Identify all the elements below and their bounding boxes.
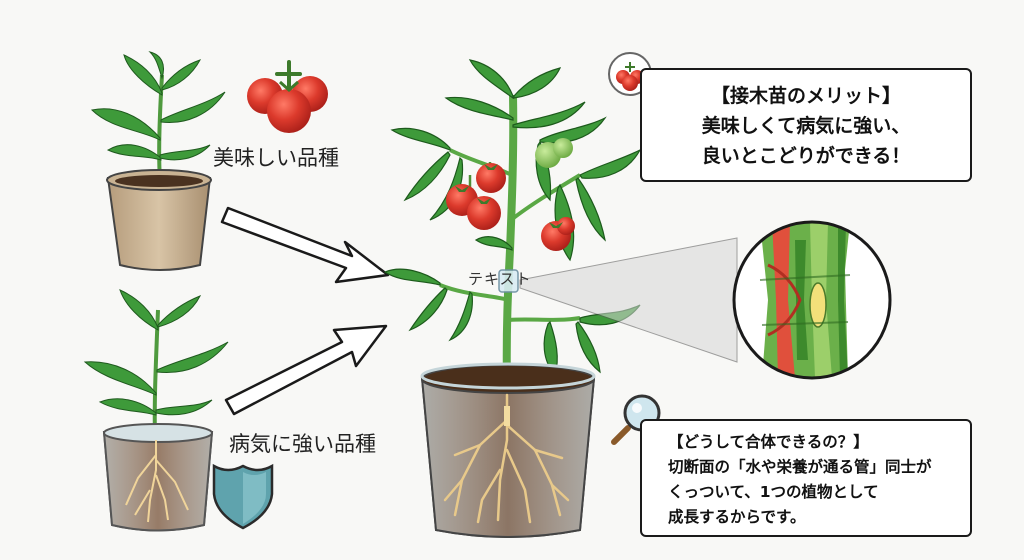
shield-icon [212,463,274,530]
explanation-line-3: 成長するからです。 [668,508,806,526]
merit-title: 【接木苗のメリット】 [710,85,901,107]
arrow-from-strong [224,324,388,416]
explanation-callout: 【どうして合体できるの？】 切断面の「水や栄養が通る管」同士が くっついて、1つ… [640,419,972,537]
explanation-line-2: くっついて、1つの植物として [668,483,879,501]
explanation-line-1: 切断面の「水や栄養が通る管」同士が [668,458,932,476]
tasty-variety-label: 美味しい品種 [213,146,339,170]
tomato-cluster-icon [247,60,328,133]
strong-variety-plant [83,289,229,532]
explanation-title: 【どうして合体できるの？】 [668,433,869,451]
merit-callout: 【接木苗のメリット】 美味しくて病気に強い、 良いとこどりができる！ [640,68,972,182]
vascular-zoom [732,220,892,380]
strong-variety-label: 病気に強い品種 [229,432,376,456]
zoom-beam [519,237,738,363]
tasty-variety-plant [90,51,226,271]
graft-point-label: テキスト [468,270,532,288]
merit-line-2: 良いとこどりができる！ [701,145,911,167]
merit-line-1: 美味しくて病気に強い、 [701,115,911,137]
arrow-from-tasty [220,206,390,284]
grafted-plant [383,59,642,538]
